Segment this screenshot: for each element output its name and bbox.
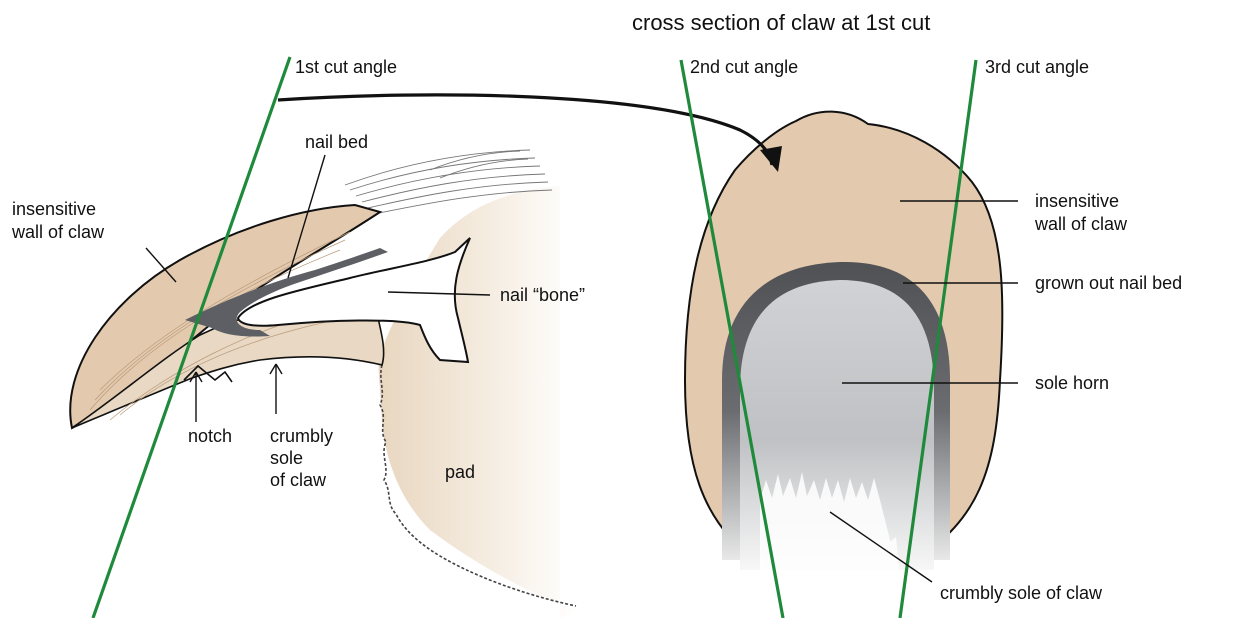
notch-label: notch	[188, 426, 232, 446]
section-insensitive-label-2: wall of claw	[1034, 214, 1128, 234]
claw-insensitive-label-1: insensitive	[12, 199, 96, 219]
crumbly-sole-label-2: sole	[270, 448, 303, 468]
second-cut-label: 2nd cut angle	[690, 57, 798, 77]
nail-bone-label: nail “bone”	[500, 285, 585, 305]
pad-label: pad	[445, 462, 475, 482]
third-cut-label: 3rd cut angle	[985, 57, 1089, 77]
section-insensitive-label-1: insensitive	[1035, 191, 1119, 211]
diagram-title: cross section of claw at 1st cut	[632, 10, 930, 35]
pad	[378, 186, 576, 618]
claw-insensitive-label-2: wall of claw	[11, 222, 105, 242]
first-cut-label: 1st cut angle	[295, 57, 397, 77]
nail-bed-label: nail bed	[305, 132, 368, 152]
crumbly-sole-label-1: crumbly	[270, 426, 333, 446]
crumbly-sole-label-3: of claw	[270, 470, 327, 490]
sole-horn-label: sole horn	[1035, 373, 1109, 393]
grown-out-nail-bed-label: grown out nail bed	[1035, 273, 1182, 293]
section-crumbly-sole-label: crumbly sole of claw	[940, 583, 1103, 603]
